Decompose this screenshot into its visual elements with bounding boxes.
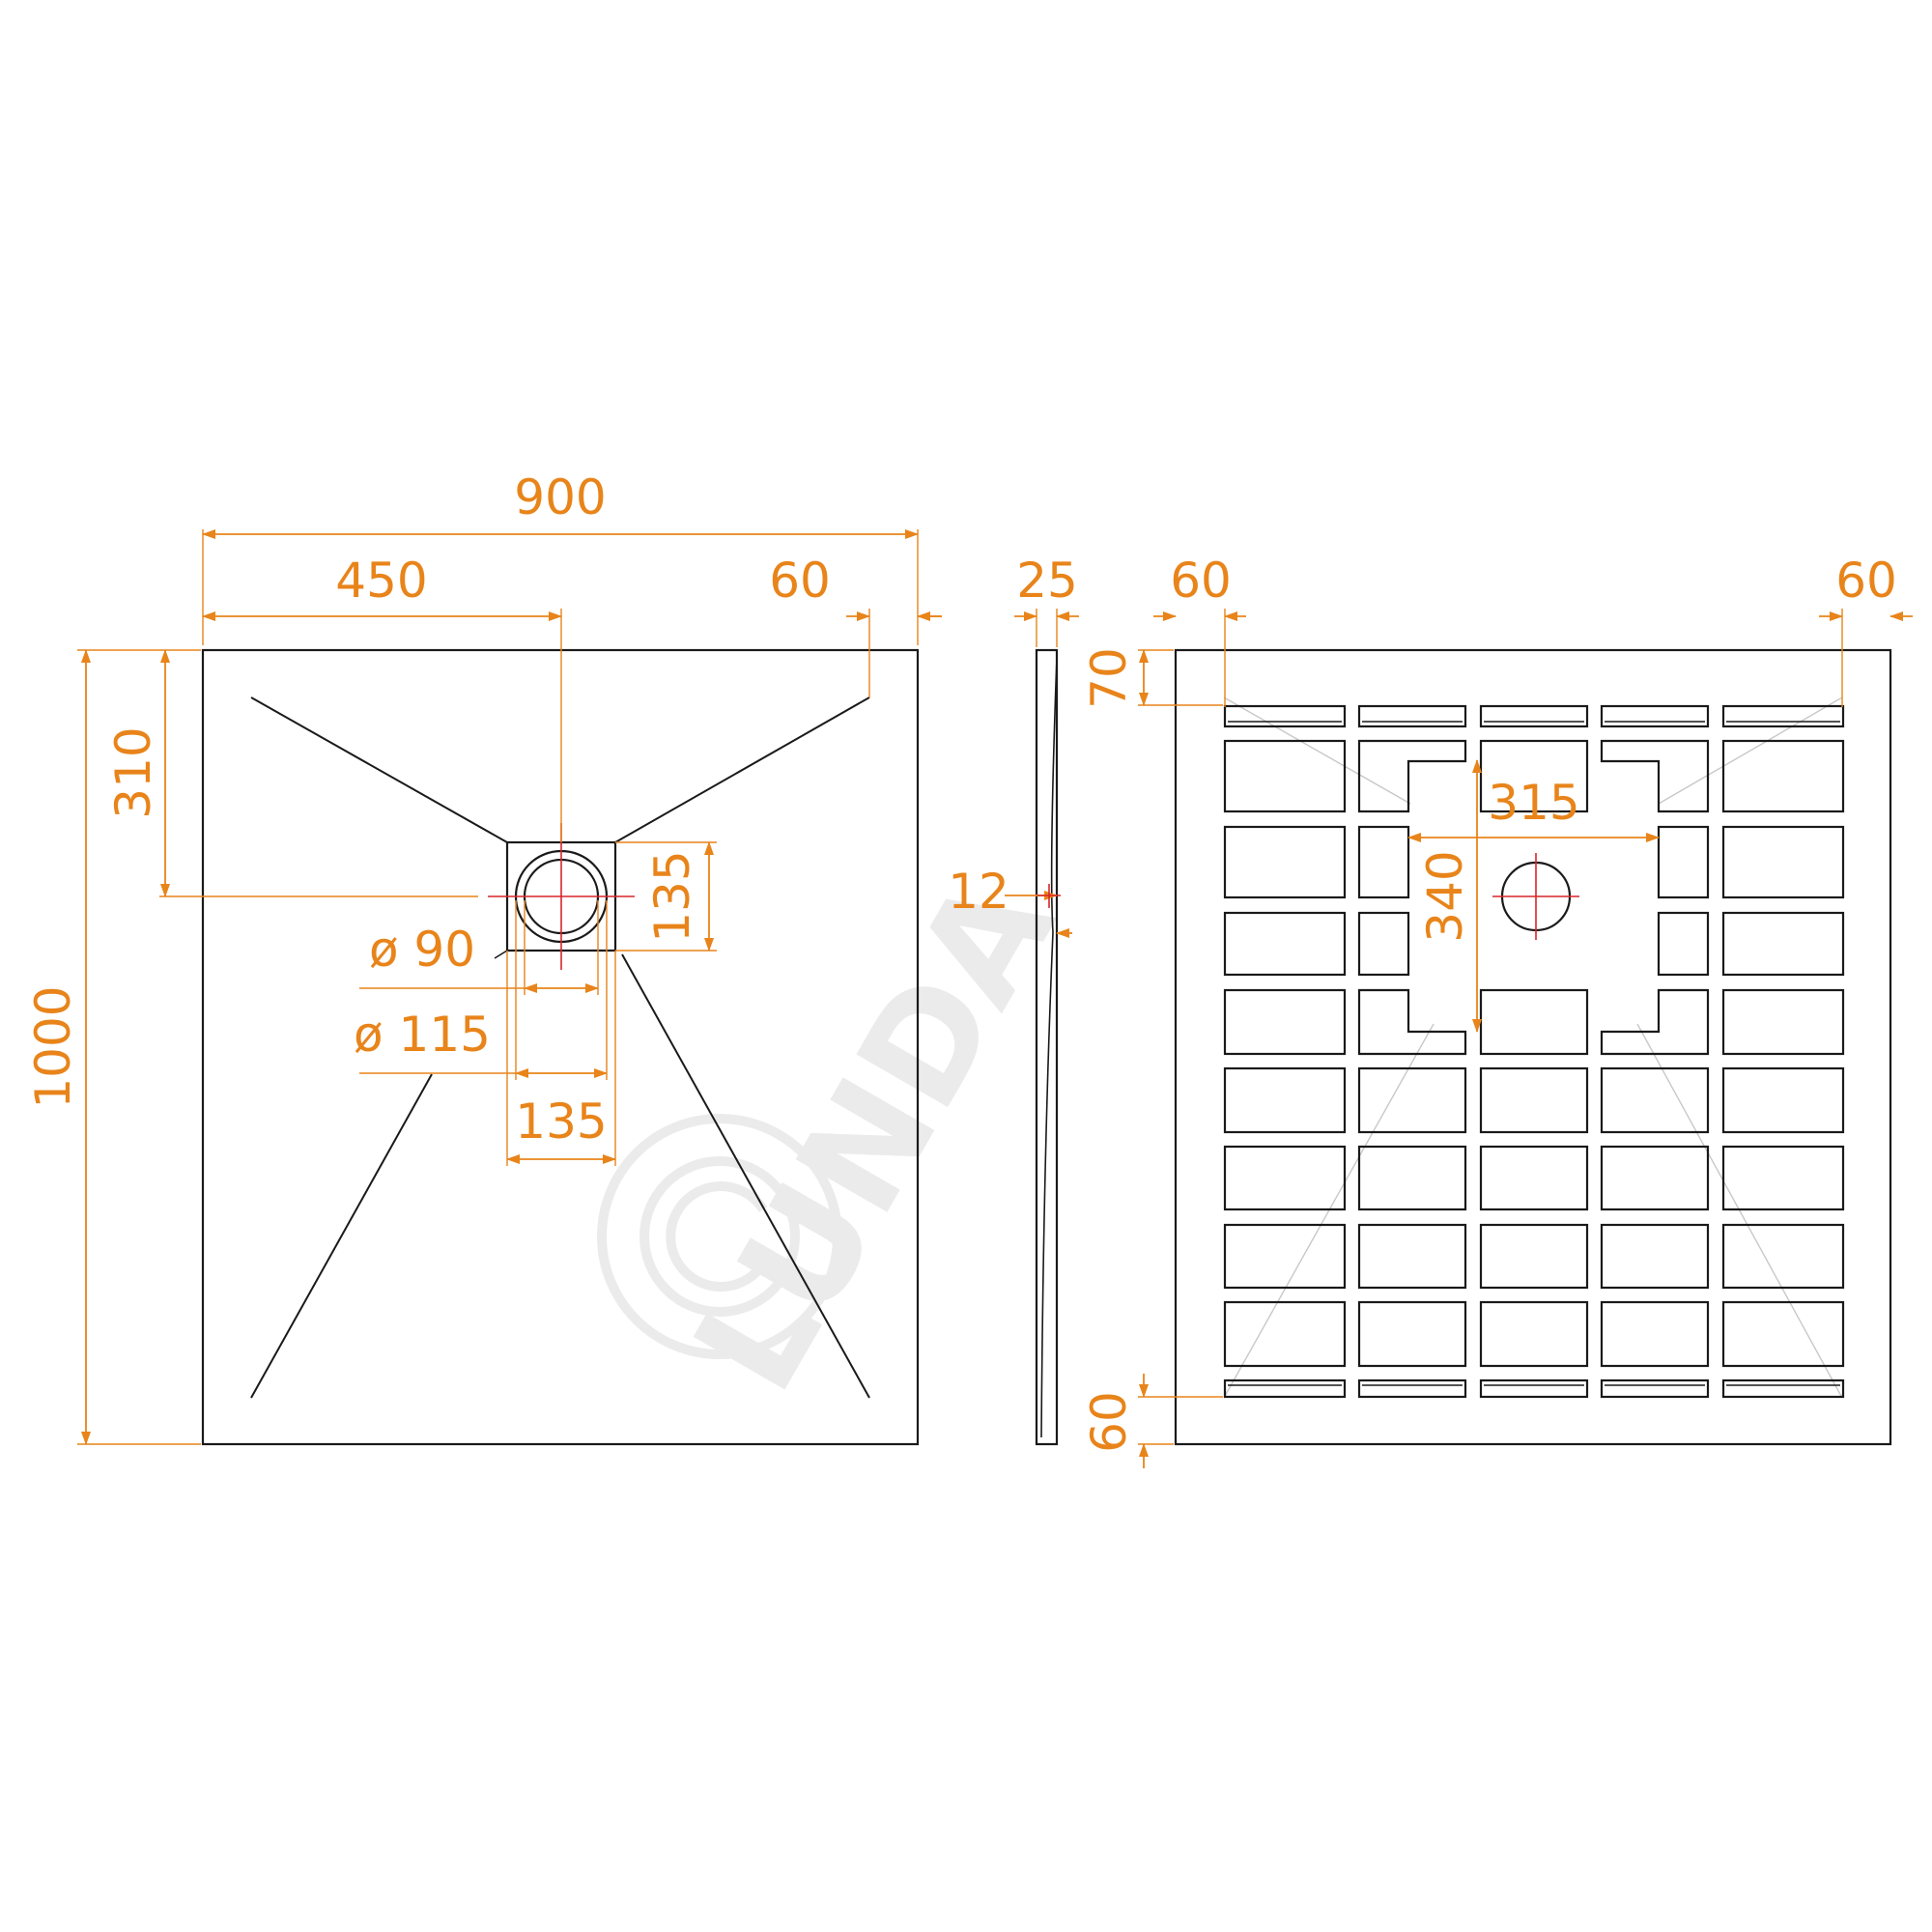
dim-corner-label: 60 bbox=[769, 553, 831, 609]
dim-drain-y: 310 bbox=[105, 649, 478, 897]
support-block bbox=[1479, 1223, 1589, 1290]
support-block-corner bbox=[1600, 739, 1710, 813]
watermark-text: LUNDA bbox=[663, 851, 1088, 1419]
side-view: 25 12 bbox=[948, 553, 1079, 1446]
dim-length-label: 1000 bbox=[25, 985, 81, 1108]
slope-lines bbox=[250, 696, 870, 1399]
support-block bbox=[1357, 1145, 1467, 1211]
dim-margin-top: 70 bbox=[1081, 647, 1223, 709]
dim-corner: 60 bbox=[769, 553, 942, 697]
support-block bbox=[1223, 739, 1347, 813]
dim-edge-height-label: 12 bbox=[948, 864, 1009, 920]
support-block bbox=[1721, 988, 1845, 1056]
dim-cutout-height: 340 bbox=[1417, 759, 1482, 1033]
dim-cutout-height-label: 340 bbox=[1417, 850, 1473, 942]
dim-grate-height: 135 bbox=[615, 841, 717, 952]
support-block bbox=[1721, 1066, 1845, 1134]
hidden-slope-lines bbox=[1223, 696, 1843, 1399]
support-block bbox=[1721, 1300, 1845, 1368]
support-block bbox=[1721, 1378, 1845, 1399]
support-block bbox=[1721, 739, 1845, 813]
support-block bbox=[1223, 1300, 1347, 1368]
support-block bbox=[1479, 1066, 1589, 1134]
dim-drain-x: 450 bbox=[202, 553, 562, 842]
support-blocks bbox=[1223, 704, 1845, 1399]
dim-thickness: 25 bbox=[1014, 553, 1079, 647]
dim-cutout-width-label: 315 bbox=[1488, 775, 1579, 831]
dim-length: 1000 bbox=[25, 649, 201, 1445]
support-block bbox=[1600, 1300, 1710, 1368]
support-block bbox=[1479, 1300, 1589, 1368]
support-block bbox=[1357, 1300, 1467, 1368]
dim-inner-diameter-label: ø 90 bbox=[369, 922, 475, 978]
support-block bbox=[1479, 988, 1589, 1056]
copyright-circle-icon bbox=[597, 1114, 842, 1359]
dim-width-label: 900 bbox=[514, 469, 606, 526]
support-block-side bbox=[1657, 911, 1710, 977]
dim-cutout-width: 315 bbox=[1407, 775, 1660, 842]
support-block bbox=[1357, 1223, 1467, 1290]
dim-margin-top-label: 70 bbox=[1081, 647, 1137, 709]
support-block bbox=[1223, 1378, 1347, 1399]
dim-margin-right-label: 60 bbox=[1835, 553, 1897, 609]
dim-margin-bottom: 60 bbox=[1081, 1374, 1223, 1468]
bottom-outline bbox=[1174, 648, 1892, 1446]
drain bbox=[488, 823, 635, 970]
dim-thickness-label: 25 bbox=[1016, 553, 1078, 609]
dim-outer-diameter: ø 115 bbox=[354, 900, 608, 1080]
support-block bbox=[1721, 1223, 1845, 1290]
dim-margin-right: 60 bbox=[1819, 553, 1913, 707]
support-block bbox=[1479, 704, 1589, 728]
dim-edge-height: 12 bbox=[948, 864, 1072, 938]
dim-grate-height-label: 135 bbox=[644, 850, 700, 942]
dim-margin-bottom-label: 60 bbox=[1081, 1391, 1137, 1453]
support-block bbox=[1223, 988, 1347, 1056]
dim-margin-left-label: 60 bbox=[1170, 553, 1232, 609]
support-block-side bbox=[1657, 825, 1710, 899]
dim-drain-x-label: 450 bbox=[335, 553, 427, 609]
top-view: 900 450 60 1000 310 bbox=[25, 469, 942, 1446]
support-block bbox=[1721, 825, 1845, 899]
support-block-corner bbox=[1357, 988, 1467, 1056]
support-block bbox=[1721, 1145, 1845, 1211]
support-block bbox=[1479, 1145, 1589, 1211]
support-block bbox=[1357, 1066, 1467, 1134]
support-block bbox=[1223, 704, 1347, 728]
dim-grate-width: 135 bbox=[506, 951, 616, 1166]
support-block bbox=[1600, 1223, 1710, 1290]
bottom-view: 60 60 70 60 315 bbox=[1081, 553, 1913, 1468]
dim-grate-width-label: 135 bbox=[515, 1094, 607, 1150]
side-profile bbox=[1035, 648, 1059, 1446]
support-block bbox=[1223, 911, 1347, 977]
dim-width: 900 bbox=[202, 469, 919, 645]
support-block-corner bbox=[1600, 988, 1710, 1056]
dim-outer-diameter-label: ø 115 bbox=[354, 1007, 491, 1063]
tray-outline bbox=[201, 648, 920, 1446]
support-block bbox=[1357, 1378, 1467, 1399]
support-block bbox=[1223, 1223, 1347, 1290]
support-block bbox=[1600, 1145, 1710, 1211]
support-block bbox=[1600, 704, 1710, 728]
support-block bbox=[1721, 704, 1845, 728]
support-block-corner bbox=[1357, 739, 1467, 813]
support-block bbox=[1600, 1378, 1710, 1399]
support-block bbox=[1479, 1378, 1589, 1399]
dim-inner-diameter: ø 90 bbox=[359, 900, 599, 995]
support-block bbox=[1600, 1066, 1710, 1134]
dim-drain-y-label: 310 bbox=[105, 726, 161, 818]
support-block bbox=[1223, 825, 1347, 899]
support-block-side bbox=[1357, 911, 1410, 977]
support-block bbox=[1223, 1066, 1347, 1134]
support-block-side bbox=[1357, 825, 1410, 899]
support-block bbox=[1357, 704, 1467, 728]
dim-margin-left: 60 bbox=[1153, 553, 1246, 707]
drain-hole bbox=[1492, 853, 1579, 940]
support-block bbox=[1223, 1145, 1347, 1211]
support-block bbox=[1721, 911, 1845, 977]
